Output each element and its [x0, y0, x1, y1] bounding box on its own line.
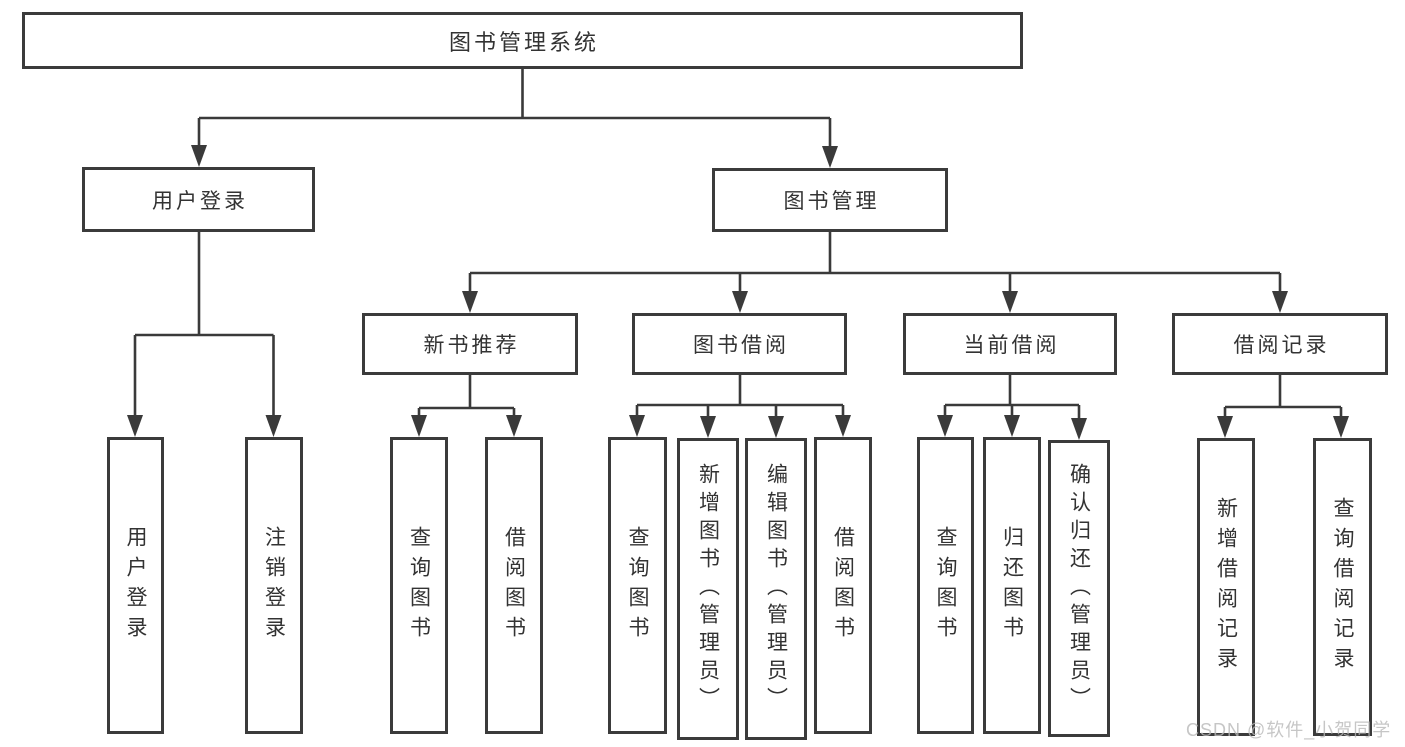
connector-recommend-branch	[417, 375, 516, 420]
arrow-down-icon	[411, 415, 427, 437]
leaf-user-login: 用户登录	[107, 437, 164, 734]
leaf-logout: 注销登录	[245, 437, 303, 734]
node-book-management: 图书管理	[712, 168, 948, 232]
node-new-book-recommend: 新书推荐	[362, 313, 578, 375]
node-label: 图书借阅	[693, 334, 789, 357]
leaf-current-confirm-return-admin: 确认归还（管理员）	[1048, 440, 1110, 737]
leaf-borrow-add-books-admin: 新增图书（管理员）	[677, 438, 739, 740]
arrow-down-icon	[1272, 291, 1288, 313]
connector-book-mgmt-branch	[468, 232, 1282, 296]
arrowheads	[127, 145, 1349, 440]
connector-root-branch	[197, 68, 832, 151]
arrow-down-icon	[1002, 291, 1018, 313]
leaf-borrow-edit-books-admin: 编辑图书（管理员）	[745, 438, 807, 740]
arrow-down-icon	[127, 415, 143, 437]
arrow-down-icon	[937, 415, 953, 437]
leaf-label: 借阅图书	[502, 525, 526, 646]
arrow-down-icon	[1217, 416, 1233, 438]
leaf-recommend-query-books: 查询图书	[390, 437, 448, 734]
leaf-borrow-borrow-books: 借阅图书	[814, 437, 872, 734]
node-library-management-system: 图书管理系统	[22, 12, 1023, 69]
leaf-label: 查询图书	[626, 525, 649, 646]
arrow-down-icon	[462, 291, 478, 313]
connector-borrow-branch	[635, 375, 845, 421]
leaf-label: 查询图书	[934, 525, 957, 646]
node-label: 新书推荐	[423, 334, 520, 357]
arrow-down-icon	[191, 145, 207, 167]
leaf-label: 新增图书（管理员）	[696, 463, 720, 715]
connector-current-branch	[943, 375, 1081, 423]
leaf-label: 借阅图书	[831, 525, 855, 646]
arrow-down-icon	[629, 415, 645, 437]
leaf-label: 查询借阅记录	[1331, 497, 1354, 677]
node-label: 图书管理	[783, 190, 880, 213]
arrow-down-icon	[265, 415, 282, 437]
leaf-records-add-record: 新增借阅记录	[1197, 438, 1255, 736]
leaf-recommend-borrow-books: 借阅图书	[485, 437, 543, 734]
node-current-borrow: 当前借阅	[903, 313, 1117, 375]
node-label: 当前借阅	[963, 334, 1060, 357]
arrow-down-icon	[1004, 415, 1020, 437]
leaf-label: 查询图书	[407, 525, 431, 646]
leaf-current-return-books: 归还图书	[983, 437, 1041, 734]
arrow-down-icon	[822, 146, 838, 168]
leaf-borrow-query-books: 查询图书	[608, 437, 667, 734]
leaf-label: 确认归还（管理员）	[1067, 462, 1091, 715]
arrow-down-icon	[835, 415, 851, 437]
node-label: 图书管理系统	[448, 29, 599, 55]
arrow-down-icon	[1333, 416, 1349, 438]
leaf-records-query-record: 查询借阅记录	[1313, 438, 1372, 736]
leaf-label: 编辑图书（管理员）	[764, 463, 788, 715]
csdn-watermark: CSDN @软件_小贺同学	[1186, 720, 1392, 740]
node-book-borrow: 图书借阅	[632, 313, 847, 375]
leaf-label: 注销登录	[262, 525, 286, 646]
node-borrow-records: 借阅记录	[1172, 313, 1388, 375]
leaf-current-query-books: 查询图书	[917, 437, 974, 734]
node-label: 用户登录	[152, 189, 248, 213]
node-user-login: 用户登录	[82, 167, 315, 232]
arrow-down-icon	[700, 416, 716, 438]
node-label: 借阅记录	[1233, 334, 1330, 357]
arrow-down-icon	[768, 416, 784, 438]
arrow-down-icon	[1071, 418, 1087, 440]
leaf-label: 归还图书	[1000, 525, 1024, 646]
connector-records-branch	[1223, 375, 1343, 421]
connector-user-login-branch	[133, 232, 275, 420]
leaf-label: 新增借阅记录	[1214, 497, 1238, 677]
leaf-label: 用户登录	[124, 525, 147, 646]
arrow-down-icon	[732, 291, 748, 313]
arrow-down-icon	[506, 415, 522, 437]
